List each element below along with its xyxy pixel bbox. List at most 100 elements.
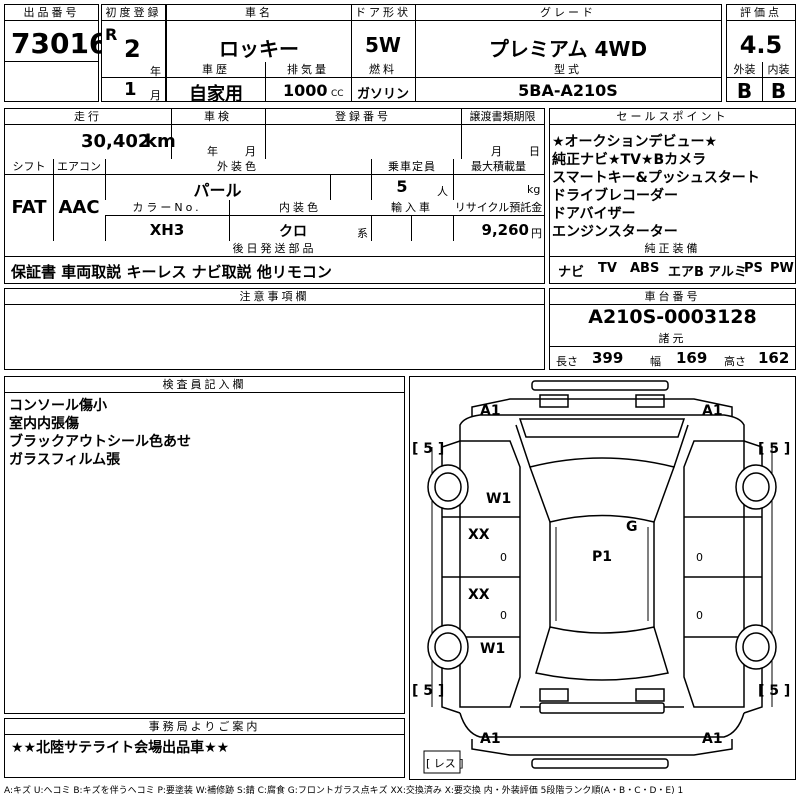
mileage: 30,402 <box>81 131 151 152</box>
notes-box: 注意事項欄 <box>4 288 545 370</box>
reg-month: 1 <box>124 79 137 100</box>
mark-tire-front-left: [ 5 ] <box>412 441 445 457</box>
mark-zero-front-right: 0 <box>696 551 703 564</box>
inspector-label: 検査員記入欄 <box>5 377 404 393</box>
inspector-line: ブラックアウトシール色あせ <box>9 434 191 450</box>
equipment-item: PW <box>770 261 794 276</box>
shift-label: シフト <box>5 159 53 175</box>
ext-color: パール <box>193 181 242 200</box>
sales-point-line: 純正ナビ★TV★Bカメラ <box>552 152 707 168</box>
mark-w1-rear: W1 <box>480 641 506 657</box>
equipment-item: アルミ <box>708 265 747 280</box>
transfer-day-unit: 日 <box>529 145 540 158</box>
height: 162 <box>758 349 790 367</box>
reg-year: 2 <box>124 35 141 63</box>
sales-point-line: ドライブレコーダー <box>552 188 678 204</box>
int-color: クロ <box>279 224 307 240</box>
int-color-label: 内装色 <box>229 200 371 216</box>
height-label: 高さ <box>724 355 746 368</box>
displacement-unit: CC <box>331 89 344 99</box>
transfer-label: 譲渡書類期限 <box>461 109 544 125</box>
int-color-unit: 系 <box>357 227 368 240</box>
mileage-unit: km <box>145 131 176 152</box>
ext-color-label: 外装色 <box>105 159 371 175</box>
color-no-label: カラーNo. <box>105 200 229 216</box>
inspection-year-unit: 年 <box>207 145 218 158</box>
car-name-box: 車名 ドア形状 グレード ロッキー 5W プレミアム 4WD 車歴 排気量 燃料… <box>166 4 722 105</box>
sales-points-label: セールスポイント <box>550 109 795 125</box>
mark-zero-front-left: 0 <box>500 551 507 564</box>
exterior-label: 外装 <box>727 62 762 78</box>
damage-diagram-box: A1 A1 [ 5 ] [ 5 ] W1 G XX 0 0 P1 XX 0 0 … <box>409 376 796 780</box>
max-load-label: 最大積載量 <box>453 159 544 175</box>
length-label: 長さ <box>556 355 578 368</box>
capacity-unit: 人 <box>437 185 448 198</box>
grade: プレミアム 4WD <box>488 37 648 61</box>
first-reg-box: 初度登録 R 2 年 1 月 <box>101 4 166 102</box>
history: 自家用 <box>189 84 243 105</box>
mark-zero-rear-left: 0 <box>500 609 507 622</box>
reg-no-label: 登録番号 <box>265 109 461 125</box>
grade-label: グレード <box>415 5 721 21</box>
shift: FAT <box>11 197 47 218</box>
mark-spare: [ レス ] <box>426 757 464 770</box>
door-label: ドア形状 <box>351 5 415 21</box>
import-label: 輸入車 <box>371 200 453 216</box>
inspector-line: 室内内張傷 <box>9 416 79 432</box>
car-diagram <box>423 380 777 774</box>
color-no: XH3 <box>149 221 185 239</box>
notes-label: 注意事項欄 <box>5 289 544 305</box>
equipment-item: TV <box>598 261 617 276</box>
equipment-item: ナビ <box>558 265 585 280</box>
width: 169 <box>676 349 708 367</box>
score: 4.5 <box>739 31 783 59</box>
mark-g: G <box>626 519 638 535</box>
inspector-line: コンソール傷小 <box>9 398 107 414</box>
mark-tire-rear-left: [ 5 ] <box>412 683 445 699</box>
ac: AAC <box>58 197 100 218</box>
legend: A:キズ U:ヘコミ B:キズを伴うヘコミ P:要塗装 W:補修跡 S:錆 C:… <box>4 786 684 796</box>
mark-xx-rear: XX <box>468 587 490 603</box>
fuel-label: 燃料 <box>351 62 415 78</box>
exterior-grade: B <box>736 79 753 103</box>
interior-grade: B <box>770 79 787 103</box>
fuel: ガソリン <box>356 87 409 102</box>
car-name: ロッキー <box>219 37 299 61</box>
mark-tire-rear-right: [ 5 ] <box>758 683 791 699</box>
lot-label: 出品番号 <box>5 5 98 21</box>
equipment-label: 純正装備 <box>550 241 795 257</box>
capacity: 5 <box>396 177 408 196</box>
later-parts: 保証書 車両取説 キーレス ナビ取説 他リモコン <box>11 263 332 281</box>
equipment-item: ABS <box>630 261 660 276</box>
car-name-label: 車名 <box>167 5 351 21</box>
mark-a1-front-left: A1 <box>480 403 501 419</box>
mark-w1-front: W1 <box>486 491 512 507</box>
mark-a1-rear-left: A1 <box>480 731 501 747</box>
score-label: 評価点 <box>727 5 795 21</box>
door-type: 5W <box>365 33 401 57</box>
recycle-label: リサイクル預託金 <box>453 200 544 216</box>
lot-box: 出品番号 73016 <box>4 4 108 102</box>
mark-a1-front-right: A1 <box>702 403 723 419</box>
sales-point-line: ドアバイザー <box>552 206 636 222</box>
mark-zero-rear-right: 0 <box>696 609 703 622</box>
mark-tire-front-right: [ 5 ] <box>758 441 791 457</box>
sales-points-box: セールスポイント ★オークションデビュー★ 純正ナビ★TV★Bカメラ スマートキ… <box>549 108 796 284</box>
sales-point-line: ★オークションデビュー★ <box>552 134 718 150</box>
equipment-item: PS <box>744 261 763 276</box>
chassis-number: A210S-0003128 <box>588 306 757 328</box>
transfer-month-unit: 月 <box>491 145 502 158</box>
inspection-month-unit: 月 <box>245 145 256 158</box>
sales-point-line: エンジンスターター <box>552 224 678 240</box>
displacement-label: 排気量 <box>265 62 351 78</box>
inspection-label: 車検 <box>171 109 265 125</box>
history-label: 車歴 <box>167 62 265 78</box>
chassis-label: 車台番号 <box>550 289 795 305</box>
mileage-label: 走行 <box>5 109 171 125</box>
ac-label: エアコン <box>53 159 105 175</box>
inspector-line: ガラスフィルム張 <box>9 452 121 468</box>
chassis-box: 車台番号 A210S-0003128 諸元 長さ 399 幅 169 高さ 16… <box>549 288 796 370</box>
capacity-label: 乗車定員 <box>371 159 453 175</box>
sales-point-line: スマートキー&プッシュスタート <box>552 170 760 186</box>
era: R <box>105 25 118 44</box>
